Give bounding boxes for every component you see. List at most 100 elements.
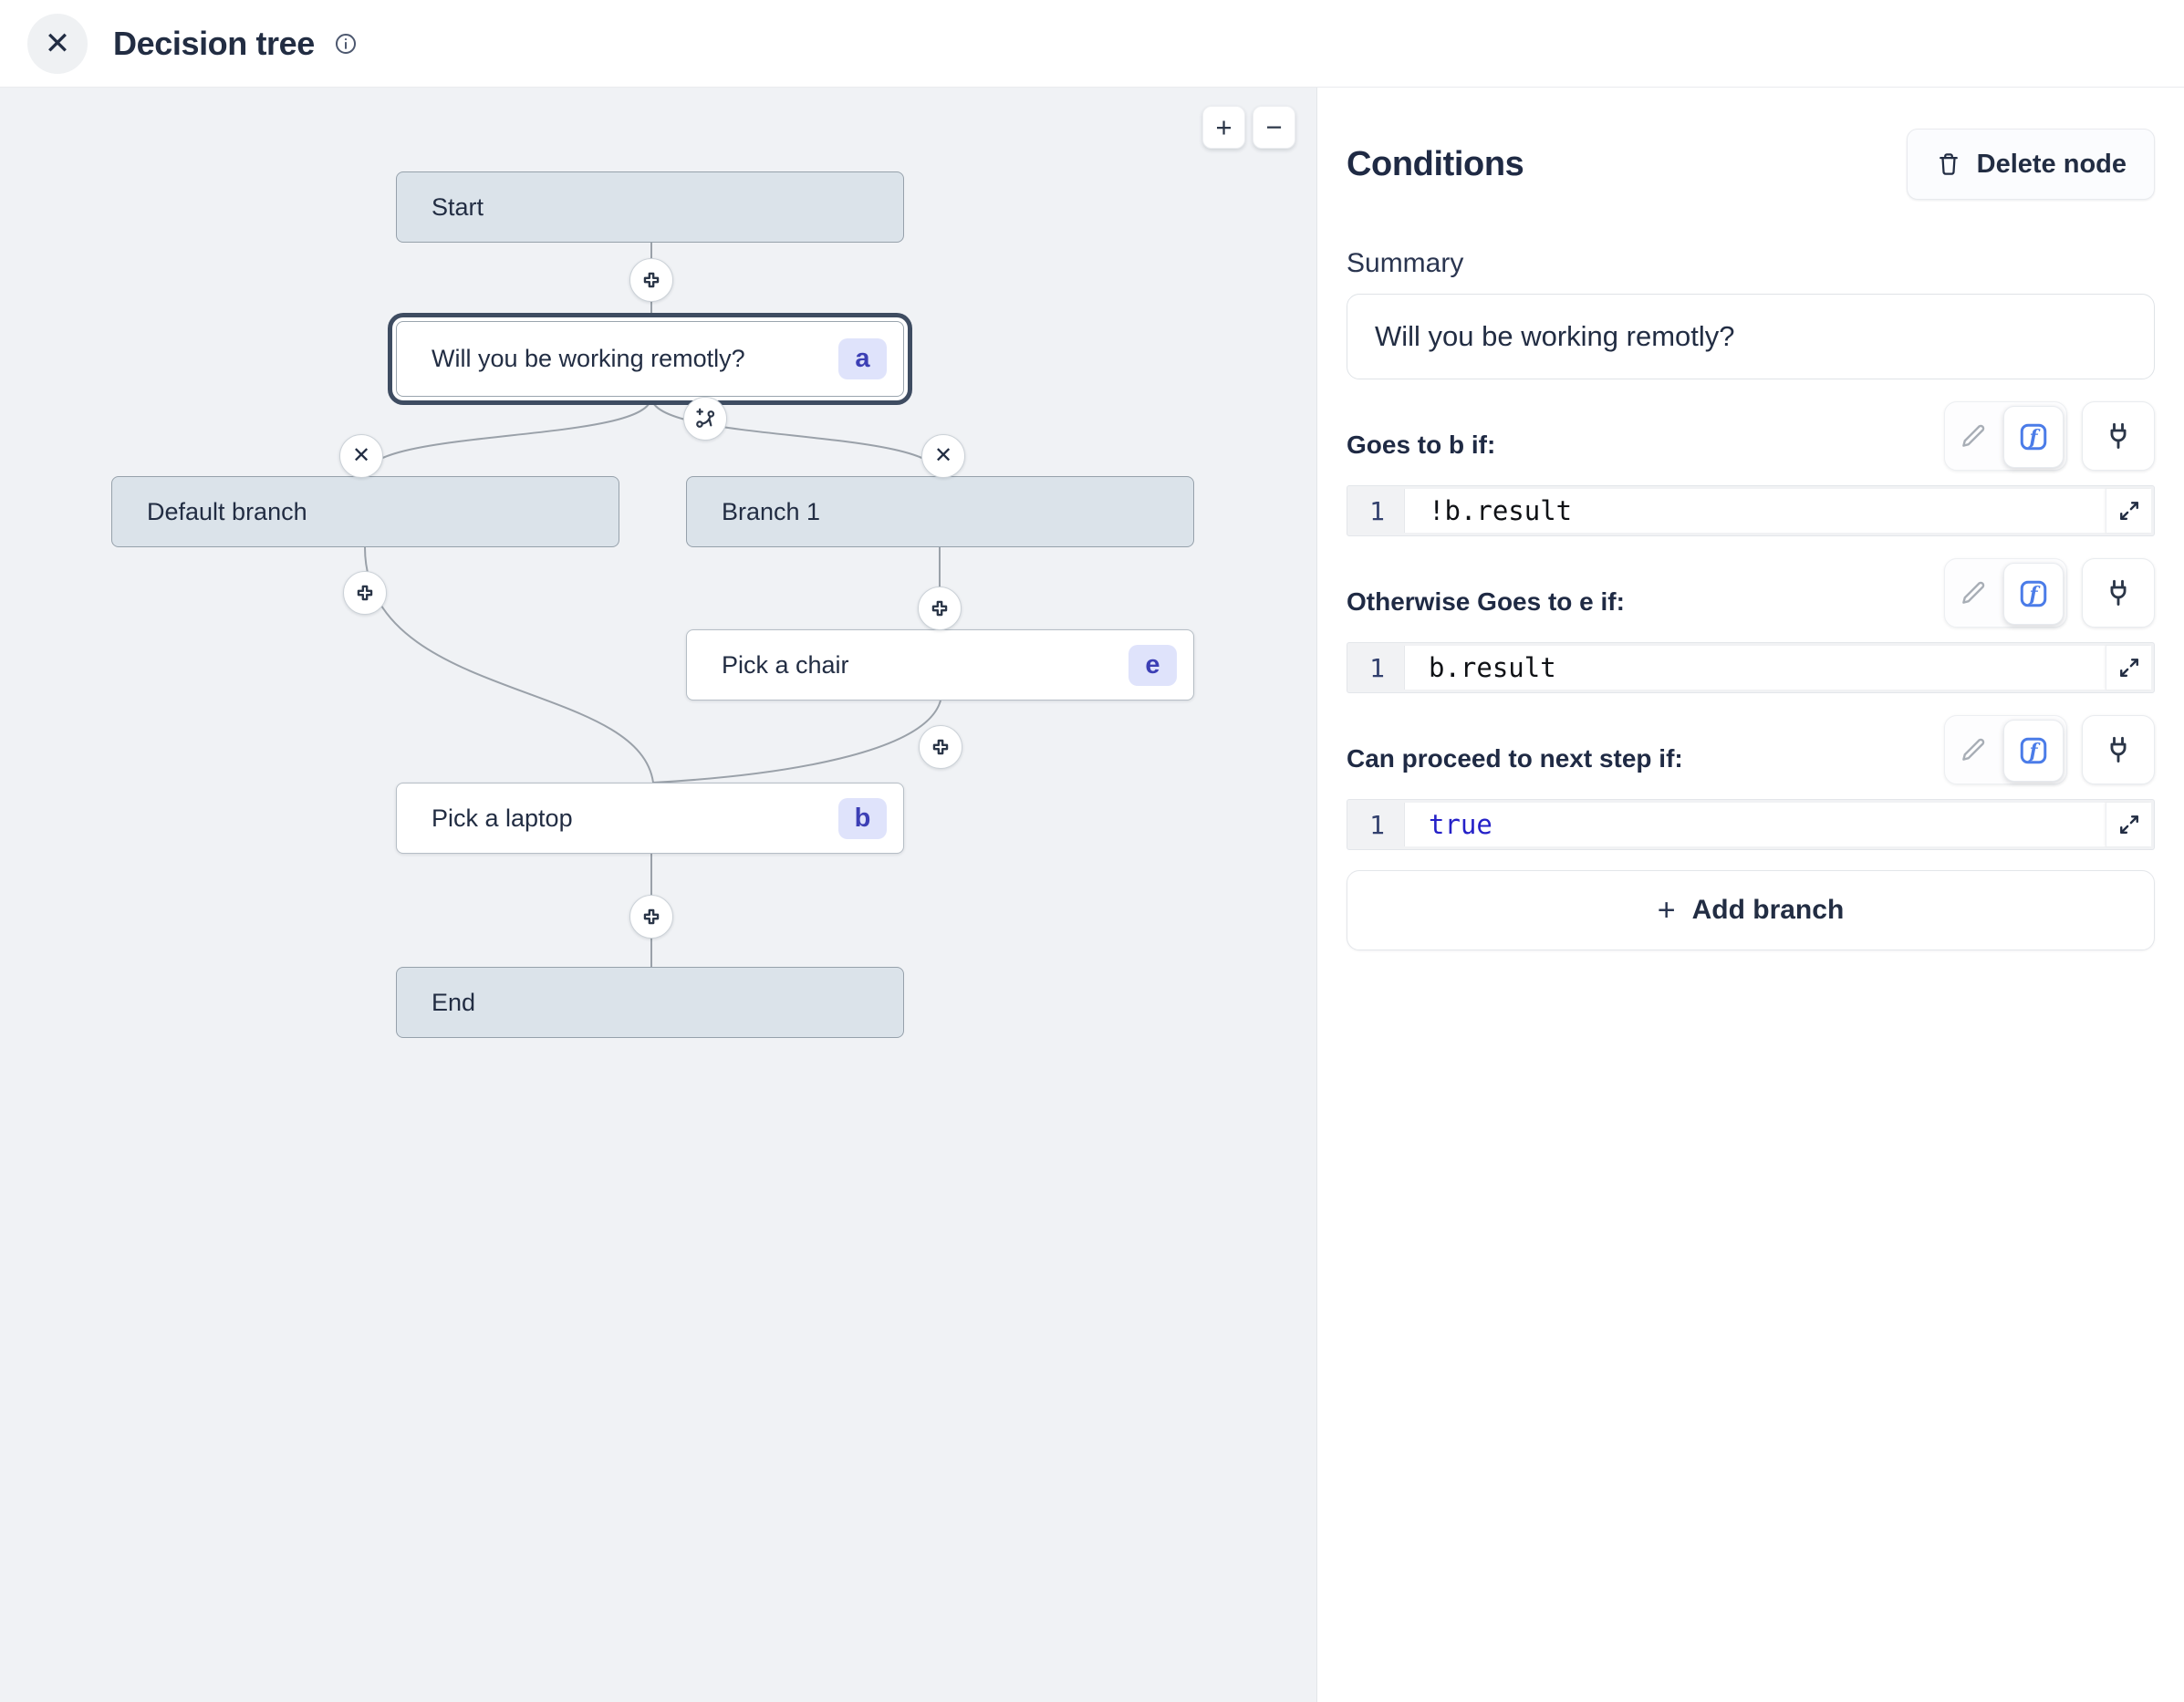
svg-text:f: f <box>2027 583 2041 606</box>
node-label: End <box>432 988 476 1016</box>
delete-node-label: Delete node <box>1976 149 2127 179</box>
function-mode-button[interactable]: f <box>2003 720 2064 782</box>
add-node-button[interactable] <box>918 586 962 630</box>
plus-outline-icon <box>643 272 660 288</box>
pencil-icon <box>1962 424 1985 447</box>
condition-header: Goes to b if: f <box>1347 401 2155 471</box>
line-number: 1 <box>1350 646 1405 690</box>
panel-header: Conditions Delete node <box>1347 128 2155 201</box>
line-number: 1 <box>1350 489 1405 533</box>
mode-toggle-group: f <box>1944 715 2067 784</box>
delete-branch-button[interactable]: ✕ <box>921 434 965 478</box>
expand-icon <box>2119 502 2138 520</box>
expand-editor-button[interactable] <box>2106 646 2151 690</box>
function-mode-button[interactable]: f <box>2003 406 2064 468</box>
add-node-button[interactable] <box>629 258 673 302</box>
edge-question-default <box>364 396 652 477</box>
edge-chair-laptop <box>652 700 941 784</box>
info-icon[interactable] <box>333 31 359 57</box>
node-badge: e <box>1128 644 1177 686</box>
connect-source-button[interactable] <box>2082 401 2155 471</box>
node-label: Default branch <box>147 497 307 525</box>
branch-split-icon <box>696 408 715 428</box>
zoom-in-button[interactable]: + <box>1202 106 1245 149</box>
node-label: Will you be working remotly? <box>432 345 745 372</box>
panel-title: Conditions <box>1347 144 1524 183</box>
plug-icon <box>2110 579 2127 606</box>
expand-icon <box>2119 815 2138 834</box>
node-start[interactable]: Start <box>396 171 904 243</box>
plus-outline-icon <box>931 600 948 617</box>
edit-mode-button[interactable] <box>1958 577 1989 608</box>
node-branch-1[interactable]: Branch 1 <box>686 476 1194 547</box>
plus-outline-icon <box>357 585 373 601</box>
code-editor: 1 true <box>1347 799 2155 850</box>
code-editor: 1 b.result <box>1347 642 2155 693</box>
mode-toggle-group: f <box>1944 558 2067 628</box>
expand-editor-button[interactable] <box>2106 489 2151 533</box>
code-input[interactable]: b.result <box>1405 646 2151 690</box>
expand-icon <box>2119 659 2138 677</box>
condition-label: Goes to b if: <box>1347 431 1496 459</box>
editor-mode-controls: f <box>1944 558 2155 628</box>
close-icon: ✕ <box>44 26 71 61</box>
summary-label: Summary <box>1347 248 1464 278</box>
add-node-button[interactable] <box>629 895 673 939</box>
node-badge: a <box>838 338 887 379</box>
function-icon: f <box>2020 423 2047 451</box>
delete-node-button[interactable]: Delete node <box>1906 129 2155 200</box>
line-number: 1 <box>1350 803 1405 846</box>
plus-outline-icon <box>932 739 949 755</box>
pencil-icon <box>1962 738 1985 761</box>
code-text: !b.result <box>1429 495 1573 526</box>
condition-label: Can proceed to next step if: <box>1347 744 1683 773</box>
trash-icon <box>1939 153 1958 175</box>
delete-branch-button[interactable]: ✕ <box>339 434 383 478</box>
conditions-panel: Conditions Delete node Summary Goes to b… <box>1316 88 2184 1702</box>
edit-mode-button[interactable] <box>1958 420 1989 451</box>
summary-input[interactable] <box>1347 294 2155 379</box>
add-node-button[interactable] <box>343 571 387 615</box>
top-bar: ✕ Decision tree <box>0 0 2184 88</box>
node-pick-chair[interactable]: Pick a chair e <box>686 629 1194 701</box>
connect-source-button[interactable] <box>2082 558 2155 628</box>
function-mode-button[interactable]: f <box>2003 563 2064 625</box>
connect-source-button[interactable] <box>2082 715 2155 784</box>
edge-default-laptop <box>364 546 654 784</box>
node-label: Pick a laptop <box>432 804 573 832</box>
plug-icon <box>2110 736 2127 763</box>
plus-outline-icon <box>643 908 660 925</box>
x-icon: ✕ <box>351 443 371 468</box>
mode-toggle-group: f <box>1944 401 2067 471</box>
node-default-branch[interactable]: Default branch <box>111 476 619 547</box>
edit-mode-button[interactable] <box>1958 734 1989 765</box>
plug-icon <box>2110 422 2127 449</box>
svg-text:f: f <box>2027 740 2041 763</box>
node-end[interactable]: End <box>396 967 904 1038</box>
svg-text:f: f <box>2027 426 2041 449</box>
function-icon: f <box>2020 580 2047 607</box>
add-branch-node-button[interactable] <box>683 397 727 441</box>
close-button[interactable]: ✕ <box>27 13 88 74</box>
expand-editor-button[interactable] <box>2106 803 2151 846</box>
code-input[interactable]: !b.result <box>1405 489 2151 533</box>
pencil-icon <box>1962 581 1985 604</box>
node-label: Branch 1 <box>722 497 821 525</box>
node-question[interactable]: Will you be working remotly? a <box>396 321 904 397</box>
plus-icon: + <box>1215 111 1232 143</box>
add-node-button[interactable] <box>919 725 962 769</box>
node-pick-laptop[interactable]: Pick a laptop b <box>396 783 904 854</box>
flow-canvas[interactable]: + − Start Will you be working remotly? a… <box>0 88 1316 1702</box>
page-title: Decision tree <box>113 24 315 62</box>
editor-mode-controls: f <box>1944 401 2155 471</box>
add-branch-label: Add branch <box>1691 895 1845 925</box>
plus-icon: + <box>1657 893 1676 928</box>
node-label: Pick a chair <box>722 650 849 679</box>
code-text: true <box>1429 809 1492 840</box>
add-branch-button[interactable]: + Add branch <box>1347 870 2155 950</box>
node-badge: b <box>838 797 887 839</box>
x-icon: ✕ <box>933 443 953 468</box>
zoom-out-button[interactable]: − <box>1253 106 1295 149</box>
code-input[interactable]: true <box>1405 803 2151 846</box>
